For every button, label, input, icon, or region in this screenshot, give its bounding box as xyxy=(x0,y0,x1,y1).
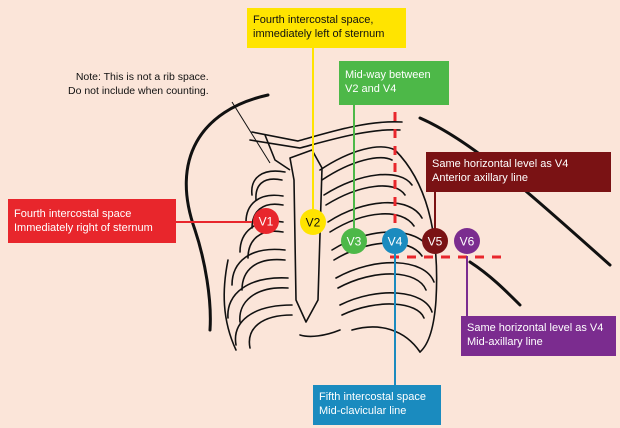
v1-electrode-label: V1 xyxy=(259,215,274,229)
v2-description-line-2: immediately left of sternum xyxy=(253,27,400,41)
v4-electrode: V4 xyxy=(382,228,408,254)
note-line-1: Note: This is not a rib space. xyxy=(68,70,209,84)
v2-description-line-1: Fourth intercostal space, xyxy=(253,13,400,27)
note-line-2: Do not include when counting. xyxy=(68,84,209,98)
v6-description-line-1: Same horizontal level as V4 xyxy=(467,321,610,335)
note-pointer-line xyxy=(232,102,270,163)
v1-description-line-1: Fourth intercostal space xyxy=(14,207,170,221)
v6-electrode: V6 xyxy=(454,228,480,254)
v3-label-box: Mid-way between V2 and V4 xyxy=(339,61,449,105)
v5-label-box: Same horizontal level as V4 Anterior axi… xyxy=(426,152,611,192)
v5-electrode: V5 xyxy=(422,228,448,254)
ribs-right xyxy=(300,147,437,352)
v3-electrode-label: V3 xyxy=(347,235,362,249)
rib-space-note: Note: This is not a rib space. Do not in… xyxy=(68,70,209,98)
v6-electrode-label: V6 xyxy=(460,235,475,249)
v6-label-box: Same horizontal level as V4 Mid-axillary… xyxy=(461,316,616,356)
v5-electrode-label: V5 xyxy=(428,235,443,249)
v1-description-line-2: Immediately right of sternum xyxy=(14,221,170,235)
v6-description-line-2: Mid-axillary line xyxy=(467,335,610,349)
v1-electrode: V1 xyxy=(253,208,279,234)
v2-electrode: V2 xyxy=(300,209,326,235)
v2-electrode-label: V2 xyxy=(306,216,321,230)
clavicle-outline xyxy=(250,122,402,148)
v3-electrode: V3 xyxy=(341,228,367,254)
v4-label-box: Fifth intercostal space Mid-clavicular l… xyxy=(313,385,441,425)
v4-description-line-2: Mid-clavicular line xyxy=(319,404,435,418)
v5-description-line-1: Same horizontal level as V4 xyxy=(432,157,605,171)
v4-electrode-label: V4 xyxy=(388,235,403,249)
v2-label-box: Fourth intercostal space, immediately le… xyxy=(247,8,406,48)
electrodes: V1 V2 V3 V4 V5 V6 xyxy=(253,208,480,254)
v1-label-box: Fourth intercostal space Immediately rig… xyxy=(8,199,176,243)
v3-description-line-2: V2 and V4 xyxy=(345,82,443,96)
v3-description-line-1: Mid-way between xyxy=(345,68,443,82)
v5-description-line-2: Anterior axillary line xyxy=(432,171,605,185)
v4-description-line-1: Fifth intercostal space xyxy=(319,390,435,404)
ribs-left xyxy=(224,171,292,350)
